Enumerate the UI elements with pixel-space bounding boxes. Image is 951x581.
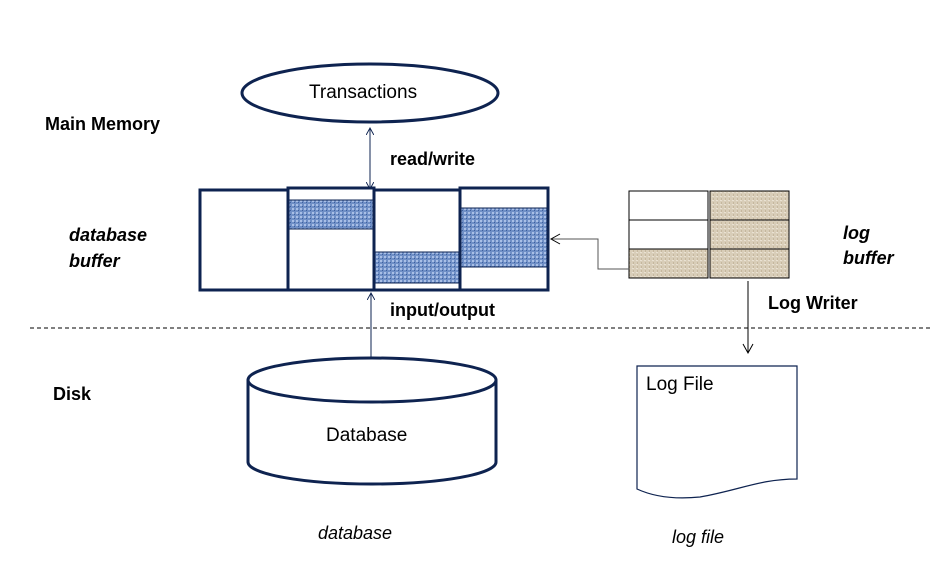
dirty-block-1: [288, 199, 374, 230]
log-file-document: [636, 365, 798, 499]
database-cylinder: [246, 356, 498, 486]
log-buffer: [628, 190, 790, 279]
log-to-buffer-connector: [552, 238, 629, 270]
dirty-block-2: [374, 251, 460, 284]
database-buffer-label-line2: buffer: [69, 251, 120, 271]
log-file-title: Log File: [646, 374, 714, 395]
log-buffer-label-line2: buffer: [843, 248, 894, 268]
buffer-page-1: [198, 188, 290, 292]
read-write-label: read/write: [390, 149, 476, 169]
transactions-ellipse: [240, 62, 500, 124]
log-file-caption: log file: [672, 527, 725, 547]
transactions-label: Transactions: [309, 82, 418, 103]
database-buffer: [198, 186, 550, 292]
database-buffer-label-line1: database: [69, 225, 148, 245]
dirty-block-3: [460, 207, 548, 268]
main-memory-label: Main Memory: [45, 114, 161, 134]
log-buffer-label-line1: log: [843, 223, 870, 243]
input-output-label: input/output: [390, 300, 495, 320]
database-caption: database: [318, 523, 393, 543]
database-title: Database: [326, 425, 408, 446]
disk-label: Disk: [53, 384, 92, 404]
log-writer-label: Log Writer: [768, 293, 858, 313]
